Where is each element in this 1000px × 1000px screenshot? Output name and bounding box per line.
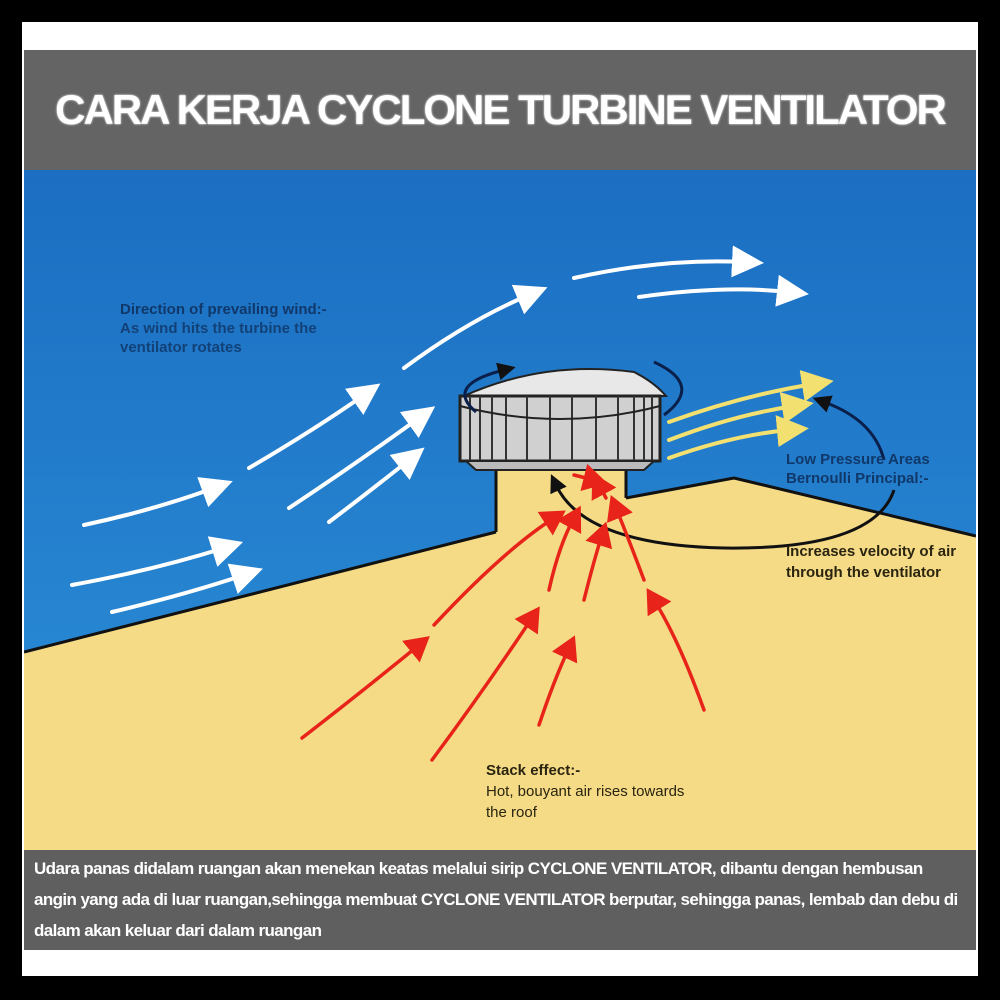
circulation-arrow [550, 474, 896, 550]
low-pressure-body: Increases velocity of air through the ve… [786, 543, 957, 581]
wind-label: Direction of prevailing wind:- As wind h… [120, 300, 350, 357]
page-title: CARA KERJA CYCLONE TURBINE VENTILATOR [55, 86, 947, 133]
stack-heading: Stack effect:- [486, 762, 581, 779]
stack-effect-label: Stack effect:- Hot, bouyant air rises to… [486, 760, 686, 823]
low-pressure-arrow [812, 395, 886, 461]
description-band: Udara panas didalam ruangan akan menekan… [24, 850, 976, 950]
turbine-icon [458, 368, 669, 471]
title-band: CARA KERJA CYCLONE TURBINE VENTILATOR [24, 50, 976, 170]
wind-heading: Direction of prevailing wind:- [120, 301, 327, 318]
ventilator-diagram [24, 170, 976, 850]
exhaust-arrows [667, 370, 834, 460]
low-pressure-label: Low Pressure Areas Bernoulli Principal:- [786, 451, 930, 487]
stack-body: Hot, bouyant air rises towards the roof [486, 783, 685, 821]
wind-body: As wind hits the turbine the ventilator … [120, 320, 317, 356]
building [24, 465, 976, 850]
hot-air-arrows [300, 463, 706, 762]
rotation-arrow [463, 360, 684, 417]
wind-arrows [70, 245, 809, 614]
description-text: Udara panas didalam ruangan akan menekan… [34, 859, 958, 940]
